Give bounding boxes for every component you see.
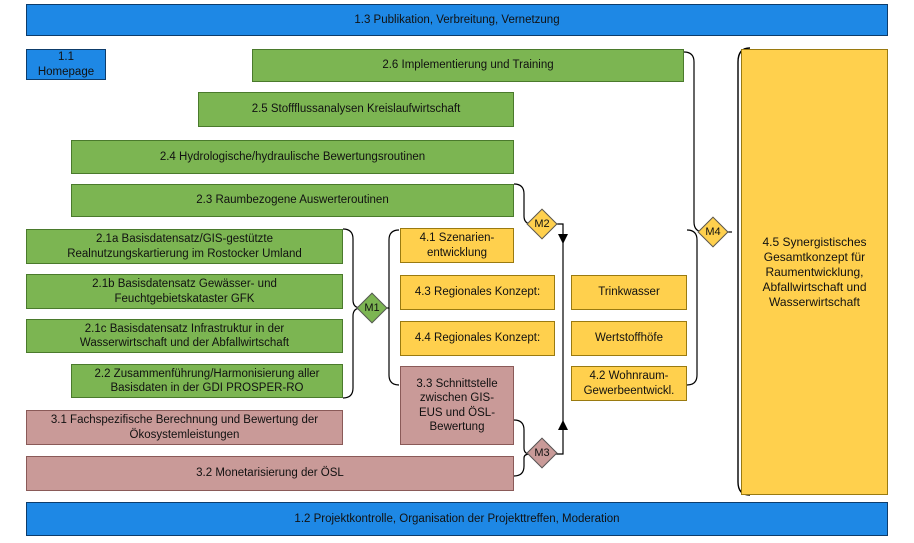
wp-2-1b-water-cadastre: 2.1b Basisdatensatz Gewässer- und Feucht…	[26, 274, 343, 309]
milestone-m4-label: M4	[705, 226, 721, 238]
milestone-m1-label: M1	[364, 302, 380, 314]
milestone-m3-label: M3	[534, 447, 550, 459]
wp-2-4-hydrology: 2.4 Hydrologische/hydraulische Bewertung…	[71, 140, 514, 174]
wp-2-6-implementation: 2.6 Implementierung und Training	[252, 49, 684, 82]
wp-4-1-scenarios: 4.1 Szenarien- entwicklung	[400, 228, 514, 263]
wp-2-3-spatial-analysis: 2.3 Raumbezogene Auswerteroutinen	[71, 184, 514, 217]
wp-2-5-material-flow: 2.5 Stoffflussanalysen Kreislaufwirtscha…	[198, 92, 514, 127]
wp-2-1a-base-dataset: 2.1a Basisdatensatz/GIS-gestützte Realnu…	[26, 229, 343, 264]
wp-4-5-synergistic-concept: 4.5 Synergistisches Gesamtkonzept für Ra…	[741, 49, 888, 495]
wp-4-3-regional-concept: 4.3 Regionales Konzept:	[400, 275, 555, 310]
wp-1-1-homepage: 1.1 Homepage	[26, 49, 106, 80]
milestone-m2-label: M2	[534, 218, 550, 230]
wp-1-3-publication: 1.3 Publikation, Verbreitung, Vernetzung	[26, 4, 888, 36]
wp-2-2-harmonization: 2.2 Zusammenführung/Harmonisierung aller…	[71, 364, 343, 398]
wp-4-4-regional-concept: 4.4 Regionales Konzept:	[400, 321, 555, 356]
wp-3-1-ecosystem-assessment: 3.1 Fachspezifische Berechnung und Bewer…	[26, 410, 343, 445]
wp-4-2-housing-commercial: 4.2 Wohnraum- Gewerbeentwickl.	[571, 366, 687, 401]
wp-4-4-recycling-centers: Wertstoffhöfe	[571, 321, 687, 356]
wp-3-3-interface: 3.3 Schnittstelle zwischen GIS- EUS und …	[400, 366, 514, 445]
wp-1-2-project-control: 1.2 Projektkontrolle, Organisation der P…	[26, 502, 888, 536]
wp-2-1c-infrastructure: 2.1c Basisdatensatz Infrastruktur in der…	[26, 319, 343, 353]
wp-4-3-drinking-water: Trinkwasser	[571, 275, 687, 310]
wp-3-2-monetization: 3.2 Monetarisierung der ÖSL	[26, 456, 514, 491]
